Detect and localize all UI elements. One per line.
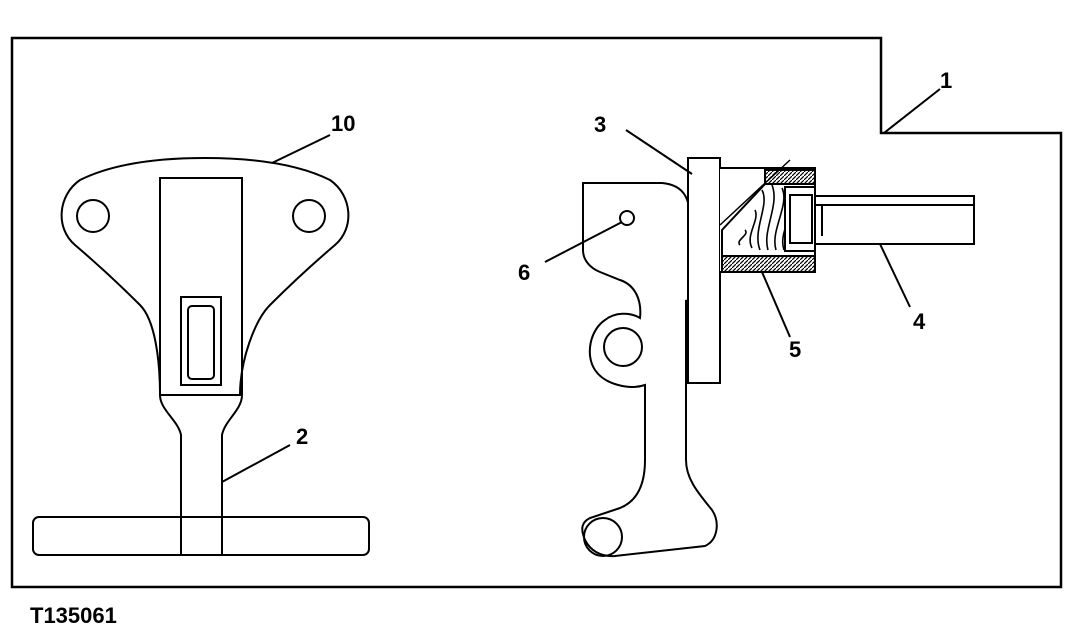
slot-inner: [187, 305, 215, 380]
compression-spring: [738, 184, 792, 251]
leader-6: [544, 221, 623, 263]
leader-10: [271, 134, 331, 164]
callout-5: 5: [789, 337, 801, 362]
leader-1: [883, 88, 941, 134]
callout-6: 6: [518, 260, 530, 285]
latch-side-view: [581, 157, 975, 558]
housing-hatch-bottom: [721, 255, 816, 273]
plate-edge: [687, 157, 721, 384]
lever-end-roller: [583, 517, 623, 557]
leader-2: [221, 444, 291, 483]
leader-4: [879, 243, 911, 308]
t-handle-front-view: [32, 156, 370, 556]
callout-2: 2: [296, 424, 308, 449]
callout-3: 3: [594, 112, 606, 137]
callout-10: 10: [331, 111, 355, 136]
leader-lines: [221, 88, 941, 483]
callout-4: 4: [913, 309, 926, 334]
housing-hatch-top: [764, 169, 816, 185]
latch-body: [581, 182, 718, 558]
pin-hole: [619, 210, 635, 226]
leader-5: [761, 271, 791, 338]
handle-crossbar: [32, 516, 370, 556]
mounting-hole-left: [76, 199, 110, 233]
frame-outline: [10, 36, 1063, 589]
plunger-rod: [814, 195, 975, 245]
figure-id: T135061: [30, 603, 117, 628]
mounting-hole-right: [292, 199, 326, 233]
leader-3: [625, 129, 693, 175]
slot-outer: [180, 296, 222, 386]
callout-1: 1: [940, 68, 952, 93]
mounting-plate: [60, 156, 350, 396]
pivot-hole: [603, 327, 643, 367]
handle-shank: [159, 177, 243, 556]
